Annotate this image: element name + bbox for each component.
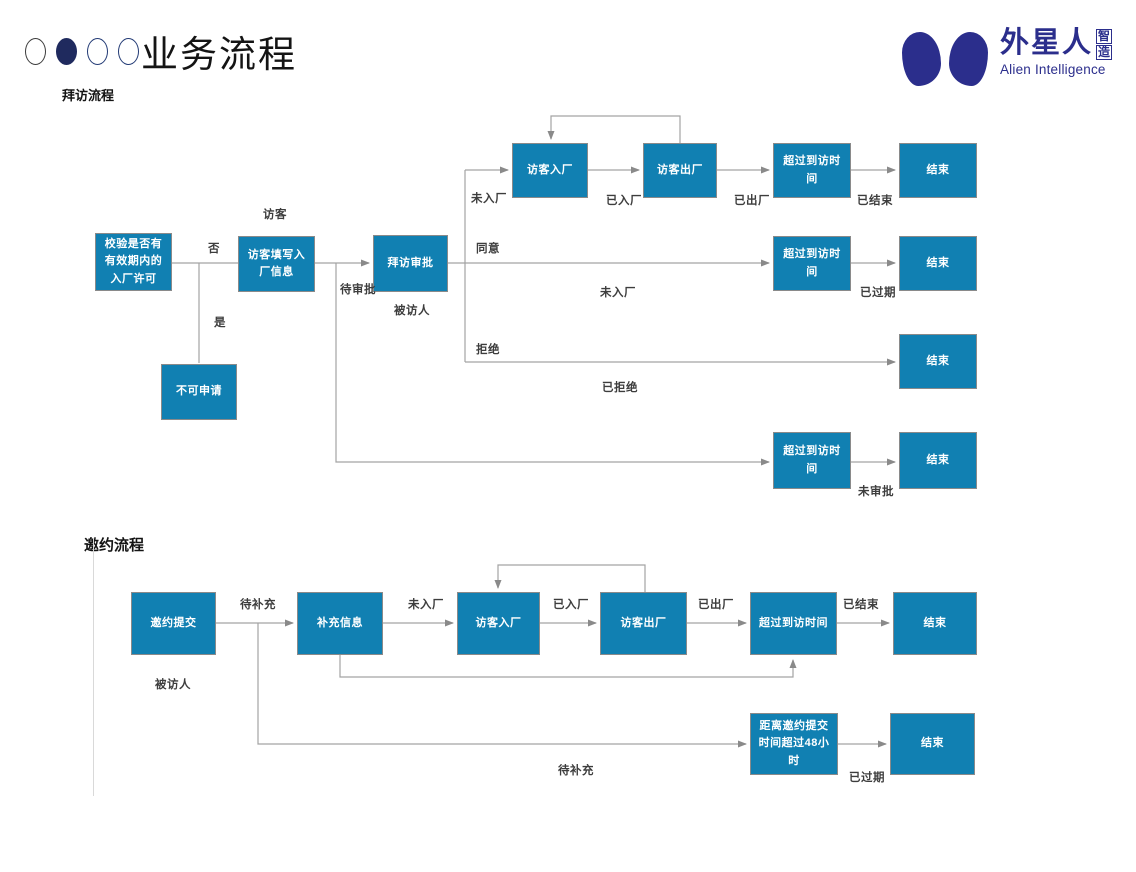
invite-node-over-48h: 距离邀约提交时间超过48小时 [750, 713, 838, 775]
invite-edge-label-5: 已出厂 [698, 599, 734, 611]
invite-edge-label-2: 被访人 [155, 679, 191, 691]
visit-flow-section-label: 拜访流程 [62, 88, 115, 103]
visit-edge-label-15: 未审批 [858, 486, 894, 498]
visit-edge-label-2: 否 [208, 243, 220, 255]
brand-suffix-bottom: 造 [1095, 45, 1112, 60]
invite-node-invite-submit: 邀约提交 [131, 592, 216, 655]
page-title: 业务流程 [141, 34, 297, 75]
invite-edge-label-3: 未入厂 [408, 599, 444, 611]
visit-edge-label-4: 待审批 [340, 284, 376, 296]
visit-edge-label-13: 拒绝 [476, 344, 500, 356]
progress-dot-4 [118, 38, 139, 65]
brand-suffix: 智 造 [1095, 29, 1112, 60]
progress-dot-3 [87, 38, 108, 65]
visit-node-check-permit: 校验是否有有效期内的入厂许可 [95, 233, 172, 291]
invite-edge-label-1: 待补充 [240, 599, 276, 611]
visit-edge-label-11: 未入厂 [600, 287, 636, 299]
invite-flow-section-label: 邀约流程 [84, 537, 145, 554]
progress-dots [25, 38, 139, 65]
brand-suffix-top: 智 [1095, 29, 1112, 44]
visit-edge-label-7: 已入厂 [606, 195, 642, 207]
invite-edge-label-6: 已结束 [843, 599, 879, 611]
logo-petal-left-icon [901, 32, 941, 86]
invite-node-end-invite-1: 结束 [893, 592, 977, 655]
invite-edge-label-7: 待补充 [558, 765, 594, 777]
visit-node-enter-factory: 访客入厂 [512, 143, 588, 198]
visit-connector-4 [335, 263, 770, 466]
visit-edge-label-8: 已出厂 [734, 195, 770, 207]
invite-node-end-invite-2: 结束 [890, 713, 975, 775]
logo-mark-icon [901, 32, 988, 86]
invite-node-supplement-info: 补充信息 [297, 592, 383, 655]
logo-petal-right-icon [948, 32, 988, 86]
invite-node-exit-factory-2: 访客出厂 [600, 592, 687, 655]
visit-node-visit-approval: 拜访审批 [373, 235, 448, 292]
visit-node-overtime-row1: 超过到访时间 [773, 143, 851, 198]
invite-connector-2 [257, 623, 747, 748]
visit-edge-label-12: 已过期 [860, 287, 896, 299]
visit-node-end-row4: 结束 [899, 432, 977, 489]
visit-edge-label-5: 被访人 [394, 305, 430, 317]
invite-node-overtime-invite: 超过到访时间 [750, 592, 837, 655]
visit-edge-label-10: 同意 [476, 243, 500, 255]
visit-edge-label-14: 已拒绝 [602, 382, 638, 394]
visit-node-fill-info: 访客填写入厂信息 [238, 236, 315, 292]
brand-name-cn: 外星人 [999, 27, 1093, 59]
visit-edge-label-3: 是 [214, 317, 226, 329]
logo-text: 外星人 智 造 Alien Intelligence [1000, 28, 1112, 77]
progress-dot-1 [25, 38, 46, 65]
progress-dot-2 [56, 38, 77, 65]
visit-edge-label-6: 未入厂 [471, 193, 507, 205]
invite-connector-8 [339, 655, 797, 678]
visit-edge-label-9: 已结束 [857, 195, 893, 207]
brand-name-en: Alien Intelligence [999, 62, 1106, 77]
visit-node-end-row1: 结束 [899, 143, 977, 198]
visit-node-end-row3: 结束 [899, 334, 977, 389]
visit-node-cannot-apply: 不可申请 [161, 364, 237, 420]
invite-node-enter-factory-2: 访客入厂 [457, 592, 540, 655]
visit-node-exit-factory: 访客出厂 [643, 143, 717, 198]
visit-node-end-row2: 结束 [899, 236, 977, 291]
brand-logo: 外星人 智 造 Alien Intelligence [901, 28, 1112, 86]
invite-edge-label-8: 已过期 [849, 772, 885, 784]
visit-edge-label-1: 访客 [263, 209, 287, 221]
visit-connector-12 [547, 115, 681, 143]
visit-node-overtime-row2: 超过到访时间 [773, 236, 851, 291]
visit-node-overtime-row4: 超过到访时间 [773, 432, 851, 489]
invite-edge-label-4: 已入厂 [553, 599, 589, 611]
section-guide-line [93, 538, 94, 796]
invite-connector-7 [494, 564, 646, 592]
